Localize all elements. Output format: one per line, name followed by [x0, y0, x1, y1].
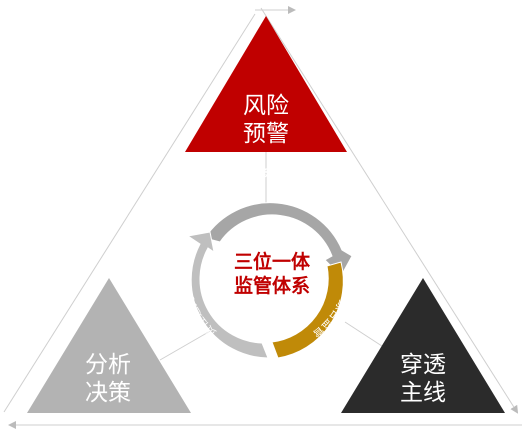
ring-arc-comprehensive [271, 261, 344, 359]
ring-arc-accountability [186, 231, 269, 359]
node-top-line-1: 风险 [243, 93, 289, 119]
node-left-line-1: 分析 [85, 352, 131, 378]
node-right-line-2: 主线 [400, 380, 446, 406]
center-title-line-2: 监管体系 [234, 274, 310, 297]
outer-cycle-outline [3, 6, 522, 429]
outer-edge-right [260, 7, 519, 414]
node-top-line-2: 预警 [243, 121, 289, 147]
node-penetration-mainline[interactable]: 穿透 主线 [341, 278, 505, 413]
center-title-line-1: 三位一体 [234, 250, 311, 273]
ring-arc-business [204, 202, 353, 277]
node-analysis-decision[interactable]: 分析 决策 [27, 278, 191, 413]
node-right-line-1: 穿透 [400, 352, 446, 378]
connector-lines [159, 152, 386, 361]
triangle-left [27, 278, 191, 413]
triangle-right [341, 278, 505, 413]
node-risk-warning[interactable]: 风险 预警 [185, 16, 347, 152]
connector-left [159, 329, 213, 361]
triangle-top [185, 16, 347, 152]
center-title: 三位一体 监管体系 [234, 250, 311, 297]
ring-label-business: 业务监管 [249, 168, 297, 186]
outer-edge-left [3, 13, 256, 413]
node-left-line-2: 决策 [85, 380, 131, 406]
connector-right [344, 321, 386, 349]
